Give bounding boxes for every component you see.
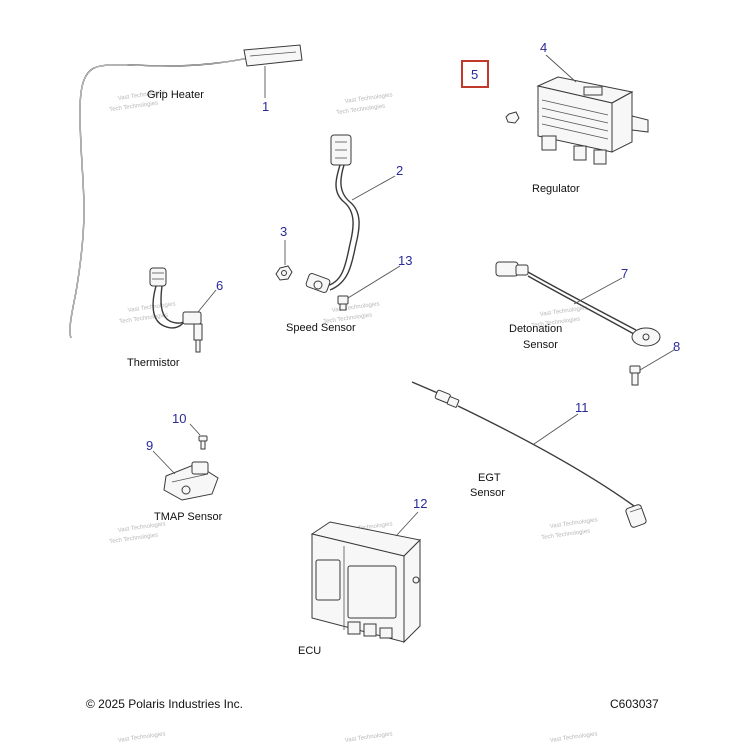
callout-3[interactable]: 3 — [280, 224, 287, 239]
detonation-sensor-label-line1: Detonation — [509, 323, 562, 335]
callout-10[interactable]: 10 — [172, 411, 186, 426]
callout-1[interactable]: 1 — [262, 99, 269, 114]
watermark-line2: Tech Technologies — [109, 100, 159, 113]
tmap-sensor-part[interactable] — [163, 461, 219, 501]
callout-11[interactable]: 11 — [575, 400, 589, 415]
grip-heater-label: Grip Heater — [147, 89, 204, 101]
watermark-line1: Vast Technologies — [549, 517, 598, 530]
watermark-line2: Tech Technologies — [119, 312, 169, 325]
ecu-label: ECU — [298, 645, 321, 657]
speed-sensor-bolt-part[interactable] — [337, 295, 349, 311]
thermistor-label: Thermistor — [127, 357, 180, 369]
diagram-id: C603037 — [610, 697, 659, 711]
watermark: Vast Technologies — [549, 731, 598, 744]
callout-4[interactable]: 4 — [540, 40, 547, 55]
watermark-line1: Vast Technologies — [539, 305, 588, 318]
regulator-label: Regulator — [532, 183, 580, 195]
callout-9[interactable]: 9 — [146, 438, 153, 453]
regulator-part[interactable] — [536, 76, 649, 165]
watermark-line1: Vast Technologies — [117, 731, 166, 744]
copyright-text: © 2025 Polaris Industries Inc. — [86, 697, 243, 711]
speed-sensor-label: Speed Sensor — [286, 322, 356, 334]
detonation-bolt-part[interactable] — [629, 365, 641, 386]
callout-6[interactable]: 6 — [216, 278, 223, 293]
tmap-sensor-label: TMAP Sensor — [154, 511, 223, 523]
nut-part[interactable] — [275, 265, 293, 281]
egt-sensor-label-line2: Sensor — [470, 487, 505, 499]
watermark: Vast Technologies Tech Technologies — [541, 517, 598, 541]
watermark: Vast Technologies — [117, 731, 166, 744]
watermark-line1: Vast Technologies — [344, 731, 393, 744]
watermark-line2: Tech Technologies — [541, 528, 591, 541]
egt-sensor-label-line1: EGT — [478, 472, 501, 484]
watermark: Vast Technologies Tech Technologies — [119, 301, 176, 325]
watermark: Vast Technologies — [344, 731, 393, 744]
highlight-box — [461, 60, 489, 88]
watermark: Vast Technologies Tech Technologies — [109, 521, 166, 545]
grip-heater-part[interactable] — [69, 44, 303, 339]
callout-2[interactable]: 2 — [396, 163, 403, 178]
ecu-part[interactable] — [310, 521, 422, 644]
detonation-sensor-label-line2: Sensor — [523, 339, 558, 351]
speed-sensor-harness-part[interactable] — [305, 134, 360, 293]
watermark-line1: Vast Technologies — [117, 521, 166, 534]
watermark-line1: Vast Technologies — [344, 92, 393, 105]
watermark-line2: Tech Technologies — [336, 103, 386, 116]
watermark-line1: Vast Technologies — [127, 301, 176, 314]
tmap-screw-part[interactable] — [198, 435, 208, 450]
watermark-line2: Tech Technologies — [109, 532, 159, 545]
grip-heater-element — [243, 44, 303, 67]
callout-8[interactable]: 8 — [673, 339, 680, 354]
detonation-sensor-part[interactable] — [495, 261, 661, 347]
regulator-screw-part[interactable] — [505, 111, 520, 124]
callout-12[interactable]: 12 — [413, 496, 427, 511]
egt-sensor-part[interactable] — [411, 381, 647, 528]
callout-13[interactable]: 13 — [398, 253, 412, 268]
callout-7[interactable]: 7 — [621, 266, 628, 281]
thermistor-part[interactable] — [149, 267, 203, 353]
watermark-line1: Vast Technologies — [549, 731, 598, 744]
callout-5[interactable]: 5 — [471, 67, 478, 82]
watermark: Vast Technologies Tech Technologies — [336, 92, 393, 116]
